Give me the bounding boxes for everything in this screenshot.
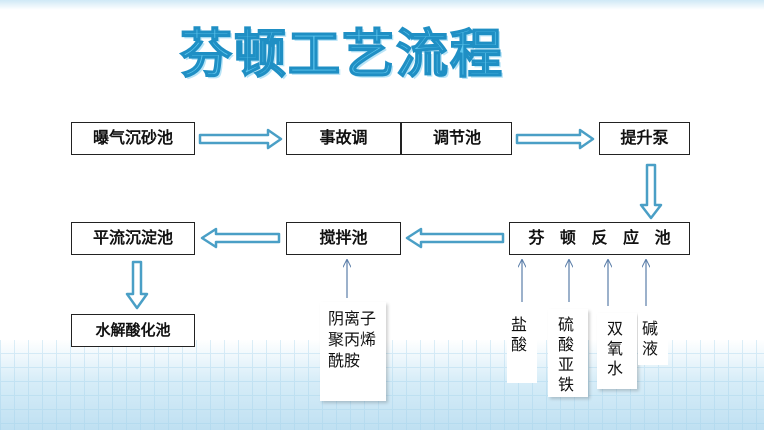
node-lift-pump: 提升泵 bbox=[599, 122, 690, 155]
arrow-regulating-to-lift-pump bbox=[515, 128, 595, 150]
arrow-aeration-to-accident bbox=[198, 128, 283, 150]
reagent-pam-label: 阴离子聚丙烯酰胺 bbox=[320, 302, 386, 401]
node-hydrolysis-acidification-tank: 水解酸化池 bbox=[71, 314, 195, 347]
node-regulating-label: 调节池 bbox=[432, 128, 481, 147]
reagent-ferrous-sulfate-label: 硫酸亚铁 bbox=[548, 309, 588, 397]
node-advection-settling-tank: 平流沉淀池 bbox=[71, 222, 195, 255]
arrow-mixing-to-advection bbox=[200, 227, 281, 249]
page-title: 芬顿工艺流程 bbox=[179, 24, 505, 86]
node-accident-label: 事故调 bbox=[319, 128, 368, 147]
node-accident-regulating-tank: 事故调 调节池 bbox=[286, 122, 512, 155]
node-fenton-reactor: 芬 顿 反 应 池 bbox=[509, 222, 690, 255]
arrow-advection-to-hydrolysis bbox=[125, 260, 149, 310]
node-aeration-grit-chamber: 曝气沉砂池 bbox=[71, 122, 195, 155]
top-gradient-band bbox=[0, 0, 764, 10]
reagent-alkali-label: 碱液 bbox=[638, 313, 668, 365]
arrow-fenton-to-mixing bbox=[405, 227, 505, 249]
node-divider bbox=[400, 123, 402, 154]
reagent-hydrochloric-acid-label: 盐酸 bbox=[507, 309, 537, 383]
arrow-lift-pump-to-fenton bbox=[639, 163, 663, 220]
node-mixing-tank: 搅拌池 bbox=[286, 222, 401, 255]
reagent-hydrogen-peroxide-label: 双氧水 bbox=[597, 313, 637, 389]
